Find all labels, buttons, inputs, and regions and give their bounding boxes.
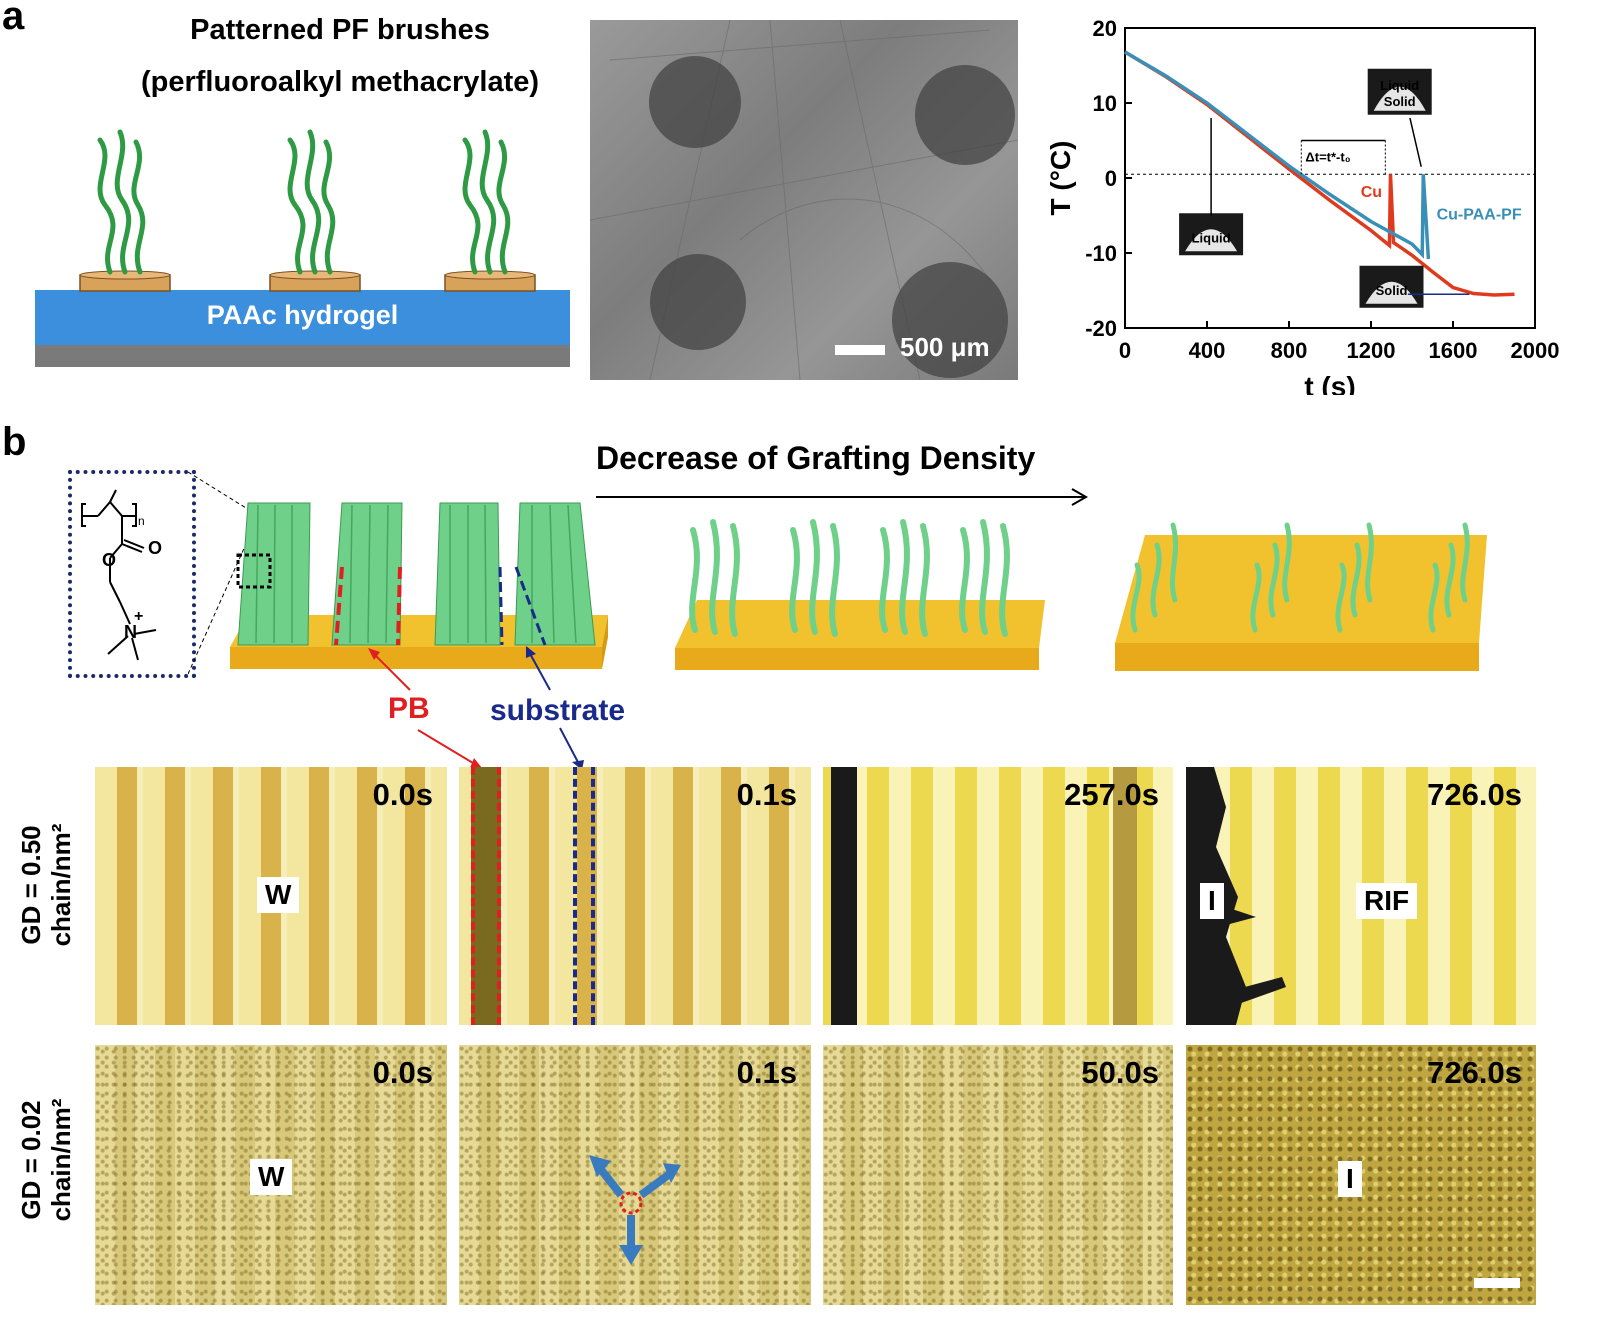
x-tick-label-5: 2000	[1511, 338, 1560, 363]
tag-i-row1: I	[1200, 883, 1224, 919]
grafting-arrow	[596, 488, 1089, 506]
row2-image-4: 726.0s I	[1186, 1045, 1536, 1305]
row1-image-1: 0.0s W	[95, 767, 447, 1025]
temperature-chart: 0 400 800 1200 1600 2000 -20 -10 0 10 20 t (s) T (°C…	[1045, 16, 1560, 395]
row1-gd-label: GD = 0.50 chain/nm²	[16, 770, 76, 1000]
row2-time-1: 0.0s	[372, 1055, 433, 1090]
scale-bar	[835, 345, 885, 355]
series-label-cu-paa-pf: Cu-PAA-PF	[1437, 206, 1522, 223]
monomer-structure	[81, 489, 157, 661]
row1-image-2: 0.1s	[459, 767, 811, 1025]
ammonium-charge: +	[134, 608, 144, 625]
monomer-structure-box: n O O N +	[68, 470, 196, 678]
row1-image-4: 726.0s I RIF	[1186, 767, 1536, 1025]
inset-solid-label: Solid	[1376, 283, 1408, 298]
x-tick-label-1: 400	[1189, 338, 1226, 363]
inset-liquid-solid-droplet	[1373, 86, 1426, 111]
y-tick-label-3: 10	[1093, 91, 1117, 116]
brush-spot-1	[649, 56, 741, 148]
ice-front	[831, 767, 857, 1025]
inset-liquid-droplet	[1185, 229, 1238, 252]
delta-t-label: Δt=t*-t₀	[1305, 150, 1350, 165]
panel-b-letter: b	[2, 420, 27, 464]
label-arrows	[368, 646, 584, 770]
x-tick-label-3: 1200	[1347, 338, 1396, 363]
series-label-cu: Cu	[1361, 184, 1382, 201]
base-layer	[35, 345, 570, 367]
row1-image-3: 257.0s	[823, 767, 1173, 1025]
x-tick-label-4: 1600	[1429, 338, 1478, 363]
y-axis-label: T (°C)	[1045, 141, 1076, 216]
grafting-density-title: Decrease of Grafting Density	[596, 440, 1036, 476]
row1-gd-unit: chain/nm²	[46, 823, 76, 947]
inset-solid-droplet	[1365, 281, 1418, 304]
row2-image-3: 50.0s	[823, 1045, 1173, 1305]
x-axis-label: t (s)	[1304, 371, 1355, 395]
brush-schematic-low-density	[1115, 522, 1487, 671]
tag-i-row2: I	[1338, 1161, 1362, 1197]
panel-a-letter: a	[2, 0, 25, 38]
row2-time-2: 0.1s	[736, 1055, 797, 1090]
x-tick-label-0: 0	[1119, 338, 1131, 363]
y-tick-label-1: -10	[1085, 241, 1117, 266]
y-tick-label-2: 0	[1105, 166, 1117, 191]
inset-liquid-solid-label-2: Solid	[1384, 94, 1416, 109]
pf-micrograph: 500 μm	[590, 20, 1018, 380]
zoom-box	[236, 553, 272, 589]
x-tick-label-2: 800	[1271, 338, 1308, 363]
pf-brush-schematic	[35, 129, 570, 367]
row2-gd-unit: chain/nm²	[46, 1098, 76, 1222]
nucleation-arrows	[589, 1155, 681, 1265]
inset-liquid-solid-label-1: Liquid	[1380, 78, 1419, 93]
panel-a-title-line2: (perfluoroalkyl methacrylate)	[140, 66, 540, 98]
hydrogel-layer	[35, 290, 570, 345]
row1-gd-value: GD = 0.50	[16, 825, 46, 945]
pf-brush-chains	[97, 129, 511, 275]
tag-rif: RIF	[1356, 883, 1418, 919]
brush-schematic-medium-density	[675, 519, 1045, 670]
carbonyl-oxygen: O	[148, 538, 163, 558]
y-tick-label-0: -20	[1085, 316, 1117, 341]
row1-time-4: 726.0s	[1427, 777, 1522, 812]
brush-spot-3	[650, 254, 746, 350]
brush-pad-2	[269, 270, 361, 292]
row1-time-1: 0.0s	[372, 777, 433, 812]
scale-bar-label: 500 μm	[900, 332, 990, 362]
inset-liquid-label: Liquid	[1192, 230, 1231, 245]
ester-oxygen: O	[102, 550, 117, 570]
brush-schematic-high-density	[230, 502, 608, 669]
repeat-unit-n: n	[138, 514, 145, 528]
substrate-stripe-marker	[573, 767, 595, 1025]
tag-w-row1: W	[257, 877, 300, 913]
hydrogel-label: PAAc hydrogel	[206, 300, 399, 330]
substrate-label: substrate	[490, 694, 626, 727]
zoom-lines	[188, 471, 247, 675]
row1-time-2: 0.1s	[736, 777, 797, 812]
row2-gd-value: GD = 0.02	[16, 1100, 46, 1220]
row2-image-2: 0.1s	[459, 1045, 811, 1305]
row2-image-1: 0.0s W	[95, 1045, 447, 1305]
row2-time-4: 726.0s	[1427, 1055, 1522, 1090]
brush-pad-1	[79, 270, 171, 292]
plot-frame	[1124, 27, 1536, 329]
arrow-liquid-solid	[1409, 117, 1422, 167]
ammonium-nitrogen: N	[124, 622, 137, 642]
brush-spot-4	[892, 262, 1008, 378]
pb-label: PB	[388, 692, 430, 725]
row1-time-3: 257.0s	[1064, 777, 1159, 812]
brush-spot-2	[915, 65, 1015, 165]
brush-pad-3	[444, 270, 536, 292]
pb-stripe-marker	[471, 767, 501, 1025]
series-line-1	[1124, 50, 1431, 260]
row2-gd-label: GD = 0.02 chain/nm²	[16, 1035, 76, 1285]
scale-bar-row2	[1474, 1278, 1520, 1288]
panel-a-title-line1: Patterned PF brushes	[190, 14, 490, 46]
tag-w-row2: W	[250, 1159, 293, 1195]
y-tick-label-4: 20	[1093, 16, 1117, 41]
row2-time-3: 50.0s	[1081, 1055, 1159, 1090]
